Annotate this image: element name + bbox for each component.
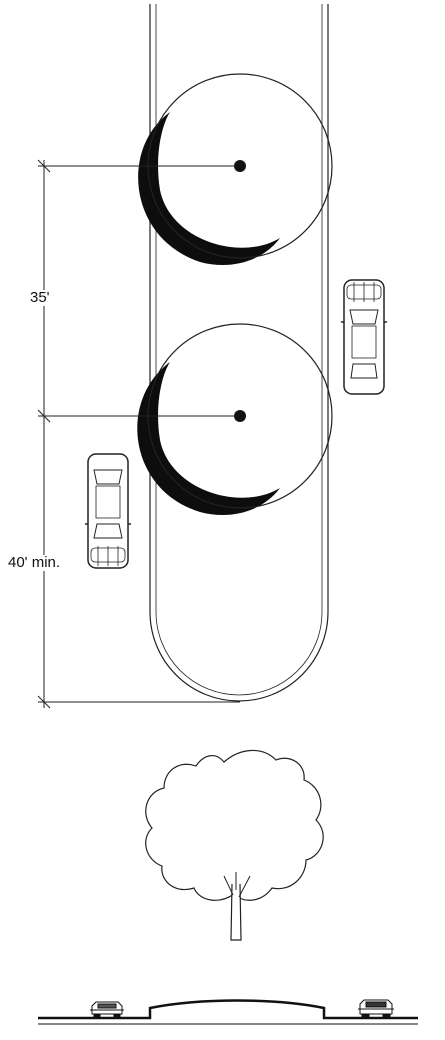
dimension-tick — [37, 409, 51, 423]
tree-plan-lower — [137, 323, 333, 515]
dimension-lines — [37, 159, 240, 709]
tree-trunk — [230, 883, 242, 941]
dimension-tick — [37, 695, 51, 709]
car-icon — [85, 453, 131, 569]
tree-shadow-icon — [137, 362, 280, 515]
car-icon — [90, 1001, 124, 1019]
dimension-tick — [37, 159, 51, 173]
curb-icon — [38, 999, 418, 1025]
tree-elevation-icon — [145, 749, 324, 941]
median-inner-edge — [155, 4, 323, 696]
median-outer-edge — [149, 4, 329, 702]
ground-line — [38, 999, 418, 1020]
car-icon — [358, 999, 394, 1019]
median-island — [149, 4, 329, 702]
tree-branches — [223, 872, 251, 898]
dimension-label-35: 35' — [30, 289, 50, 306]
car-icon — [341, 279, 387, 395]
tree-shadow-icon — [138, 112, 280, 265]
tree-trunk-dot — [234, 410, 246, 422]
tree-trunk-dot — [234, 160, 246, 172]
dimension-label-40-min: 40' min. — [8, 554, 63, 571]
tree-canopy-outline — [145, 749, 324, 901]
tree-plan-upper — [138, 73, 333, 265]
